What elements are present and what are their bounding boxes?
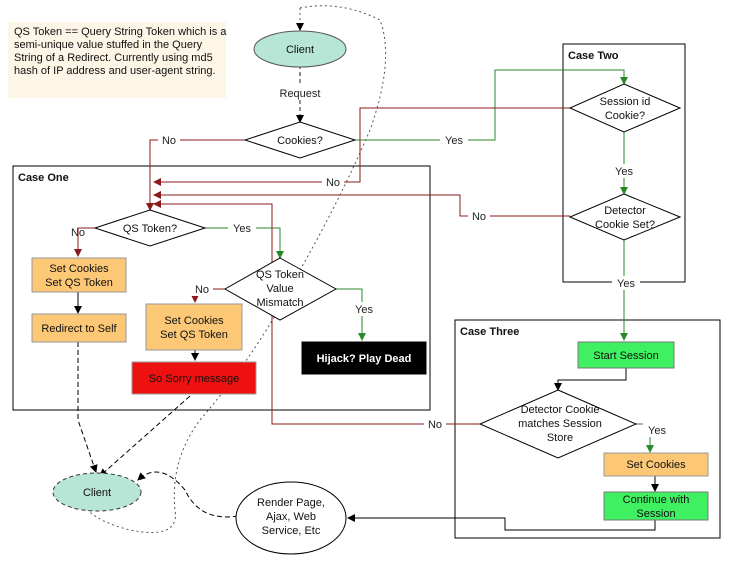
cookies-yes-bg xyxy=(440,133,468,147)
mismatch-no-bg xyxy=(191,282,213,296)
request-label-bg xyxy=(274,86,326,100)
match-no-bg xyxy=(424,417,446,431)
mismatch-yes-bg xyxy=(350,302,378,316)
set-cookies-1 xyxy=(31,257,127,293)
detector-set-decision xyxy=(568,193,682,241)
set-cookies-1-line1: Set Cookies xyxy=(49,263,109,275)
edge-render-client xyxy=(137,471,239,518)
sorry-label: So Sorry message xyxy=(149,373,239,385)
cookies-label: Cookies? xyxy=(277,135,323,147)
client-top-label: Client xyxy=(286,44,314,56)
detector-match-line2: matches Session xyxy=(518,418,602,430)
session-yes-bg xyxy=(610,164,638,178)
qs-yes-bg xyxy=(228,221,256,235)
continue-line2: Session xyxy=(636,508,675,520)
detector-match-line3: Store xyxy=(547,432,573,444)
case-three-label: Case Three xyxy=(460,326,519,338)
start-session xyxy=(577,341,675,369)
continue-line1: Continue with xyxy=(623,494,690,506)
qs-no-label: No xyxy=(71,227,85,239)
edge-redirect-client xyxy=(77,342,98,473)
edge-continue-render xyxy=(347,514,656,531)
edge-mismatch-yes xyxy=(336,288,366,341)
start-session-label: Start Session xyxy=(593,350,658,362)
set-cookies-3 xyxy=(603,452,709,477)
edge-qs-no xyxy=(74,227,95,257)
qs-mismatch-decision xyxy=(223,257,338,321)
session-yes-label: Yes xyxy=(615,166,633,178)
detector-no-bg xyxy=(468,209,490,223)
detector-match-line1: Detector Cookie xyxy=(521,404,600,416)
set-cookies-1-line2: Set QS Token xyxy=(45,277,113,289)
mismatch-no-label: No xyxy=(195,284,209,296)
session-no-bg xyxy=(322,175,344,189)
client-top-node xyxy=(253,30,347,68)
session-no-label: No xyxy=(326,177,340,189)
mismatch-line3: Mismatch xyxy=(256,297,303,309)
detector-set-line2: Cookie Set? xyxy=(595,219,655,231)
continue-session xyxy=(603,491,709,521)
mismatch-line1: QS Token xyxy=(256,269,304,281)
case-two-label: Case Two xyxy=(568,50,619,62)
qs-token-label: QS Token? xyxy=(123,223,177,235)
hijack-label: Hijack? Play Dead xyxy=(317,353,412,365)
request-label: Request xyxy=(280,88,321,100)
case-one-label: Case One xyxy=(18,172,69,184)
qs-token-decision xyxy=(93,209,207,247)
session-id-line2: Cookie? xyxy=(605,110,645,122)
session-id-decision xyxy=(568,83,682,133)
match-yes-label: Yes xyxy=(648,425,666,437)
edge-session-no xyxy=(153,107,570,186)
render-line1: Render Page, xyxy=(257,497,325,509)
client-bottom-node xyxy=(52,472,142,512)
hijack-box xyxy=(301,341,427,375)
note-box xyxy=(8,22,226,98)
set-cookies-3-label: Set Cookies xyxy=(626,459,686,471)
detector-match-decision xyxy=(478,389,638,459)
redirect-self xyxy=(31,313,127,343)
match-yes-bg xyxy=(643,423,671,437)
edge-sorry-client xyxy=(99,395,191,477)
mismatch-yes-label: Yes xyxy=(355,304,373,316)
sorry-message xyxy=(131,361,257,395)
render-node xyxy=(235,481,347,555)
cookies-yes-label: Yes xyxy=(445,135,463,147)
render-line2: Ajax, Web xyxy=(266,511,316,523)
mismatch-line2: Value xyxy=(266,283,293,295)
edge-cookies-no xyxy=(146,139,245,211)
detector-set-line1: Detector xyxy=(604,205,646,217)
detector-yes-label: Yes xyxy=(617,278,635,290)
match-no-label: No xyxy=(428,419,442,431)
set-cookies-2 xyxy=(145,303,243,351)
session-id-line1: Session id xyxy=(600,96,651,108)
client-bottom-label: Client xyxy=(83,487,111,499)
cookies-decision xyxy=(243,121,357,159)
case-one-box xyxy=(12,165,431,411)
cookies-no-bg xyxy=(158,133,180,147)
set-cookies-2-line1: Set Cookies xyxy=(164,315,224,327)
detector-no-label: No xyxy=(472,211,486,223)
set-cookies-2-line2: Set QS Token xyxy=(160,329,228,341)
redirect-label: Redirect to Self xyxy=(41,323,117,335)
case-three-box xyxy=(454,319,721,539)
edge-detector-no xyxy=(153,191,570,217)
cookies-no-label: No xyxy=(162,135,176,147)
detector-yes-bg xyxy=(612,276,640,290)
note-text: QS Token == Query String Token which is … xyxy=(14,26,227,77)
qs-yes-label: Yes xyxy=(233,223,251,235)
edge-start-match xyxy=(554,368,627,391)
render-line3: Service, Etc xyxy=(262,525,321,537)
